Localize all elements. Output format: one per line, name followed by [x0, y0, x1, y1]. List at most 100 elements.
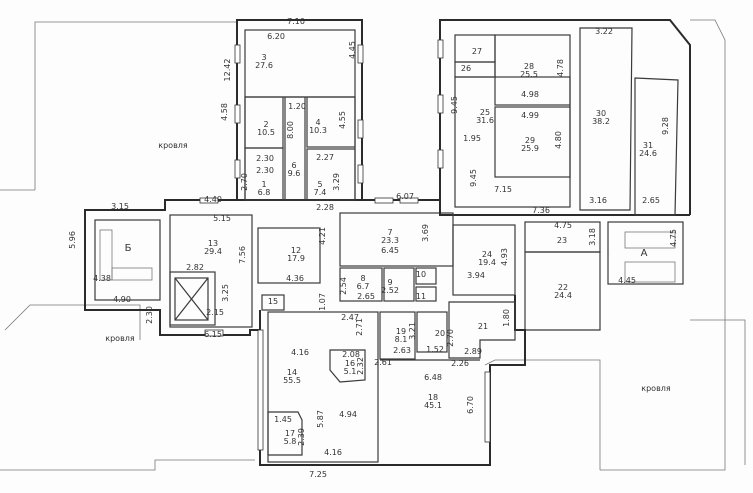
dimension-label: 2.08	[342, 350, 360, 359]
room-area: 55.5	[283, 376, 301, 385]
room-number: 5	[317, 180, 322, 189]
dimension-label: 4.21	[318, 227, 327, 245]
room-number: 13	[208, 239, 218, 248]
room-number: 20	[435, 329, 445, 338]
room-area: 38.2	[592, 117, 610, 126]
dimension-label: 3.22	[595, 27, 613, 36]
stair-a-label: А	[641, 248, 648, 259]
room-number: 9	[387, 278, 392, 287]
dimension-label: 2.71	[355, 318, 364, 336]
roof-label: кровля	[105, 334, 135, 343]
dimension-label: 4.93	[500, 248, 509, 266]
dimension-label: 4.55	[338, 111, 347, 129]
dimension-label: 3.94	[467, 271, 485, 280]
room-area: 24.6	[639, 149, 657, 158]
dimension-label: 5.87	[316, 410, 325, 428]
dimension-label: 3.18	[588, 228, 597, 246]
dimension-label: 7.56	[238, 246, 247, 264]
dimension-label: 6.20	[267, 32, 285, 41]
room-area: 27.6	[255, 61, 273, 70]
room-area: 17.9	[287, 254, 305, 263]
room-number: 21	[478, 322, 488, 331]
room-number: 17	[285, 429, 295, 438]
room-area: 25.9	[521, 144, 539, 153]
dimension-label: 1.20	[288, 102, 306, 111]
dimension-label: 4.45	[618, 276, 636, 285]
room-area: 8.1	[395, 335, 408, 344]
dimension-label: 8.00	[286, 121, 295, 139]
dimension-label: 3.69	[421, 224, 430, 242]
dimension-label: 7.15	[494, 185, 512, 194]
dimension-label: 3.16	[589, 196, 607, 205]
roof-label: кровля	[158, 141, 188, 150]
dimension-label: 3.15	[111, 202, 129, 211]
dimension-label: 2.82	[186, 263, 204, 272]
dimension-label: 6.07	[396, 192, 414, 201]
dimension-label: 2.65	[642, 196, 660, 205]
room-area: 19.4	[478, 258, 496, 267]
stair-b-label: Б	[125, 243, 132, 254]
room-number: 27	[472, 47, 482, 56]
dimension-label: 1.95	[463, 134, 481, 143]
roof-labels: кровля кровля кровля	[105, 141, 671, 393]
windows	[199, 39, 491, 451]
dimension-label: 6.70	[466, 396, 475, 414]
room-area: 5.8	[284, 437, 297, 446]
room-number: 28	[524, 62, 534, 71]
room-number: 16	[345, 359, 355, 368]
room-number: 26	[461, 64, 471, 73]
dimension-label: 2.65	[357, 292, 375, 301]
dimension-label: 4.45	[348, 41, 357, 59]
entry-label: I	[607, 249, 609, 258]
dimension-label: 4.80	[554, 131, 563, 149]
room-area: 23.3	[381, 236, 399, 245]
dimension-label: 9.45	[469, 169, 478, 187]
dimension-label: 4.94	[339, 410, 357, 419]
dimension-label: 5.15	[213, 214, 231, 223]
dimension-label: 2.30	[145, 306, 154, 324]
dimension-label: 2.70	[240, 173, 249, 191]
room-area: 24.4	[554, 291, 572, 300]
room-number: 19	[396, 327, 406, 336]
stairs	[99, 229, 676, 283]
dimension-label: 1.52	[426, 345, 444, 354]
room-number: 6	[291, 161, 296, 170]
room-number: 8	[360, 274, 365, 283]
dimension-label: 7.25	[309, 470, 327, 479]
room-number: 1	[261, 180, 266, 189]
room-area: 6.8	[258, 188, 271, 197]
dimension-label: 4.78	[556, 59, 565, 77]
dimension-label: 4.75	[669, 229, 678, 247]
room-area: 31.6	[476, 116, 494, 125]
walls	[84, 19, 691, 466]
room-area: 25.5	[520, 70, 538, 79]
dimension-label: 2.26	[451, 359, 469, 368]
dimension-label: 7.10	[287, 17, 305, 26]
dimension-label: 2.39	[297, 428, 306, 446]
room-area: 29.4	[204, 247, 222, 256]
dimension-label: 4.99	[521, 111, 539, 120]
room-number: 12	[291, 246, 301, 255]
room-area: 9.6	[288, 169, 301, 178]
dimension-label: 3.29	[332, 173, 341, 191]
room-number: 15	[268, 297, 278, 306]
room-number: 10	[416, 270, 426, 279]
dimension-label: 4.58	[220, 103, 229, 121]
dimension-label: 4.38	[93, 274, 111, 283]
dimension-label: 2.47	[341, 313, 359, 322]
room-number: 22	[558, 283, 568, 292]
dimension-label: 2.32	[356, 357, 365, 375]
dimension-label: 6.48	[424, 373, 442, 382]
dimension-label: 5.96	[68, 231, 77, 249]
room-number: 18	[428, 393, 438, 402]
dimension-label: 2.30	[256, 166, 274, 175]
room-number: 30	[596, 109, 606, 118]
room-area: 7.4	[314, 188, 327, 197]
dimension-label: 9.45	[450, 96, 459, 114]
room-area: 45.1	[424, 401, 442, 410]
room-number: 29	[525, 136, 535, 145]
dimension-label: 2.30	[256, 154, 274, 163]
room-area: 5.1	[344, 367, 357, 376]
